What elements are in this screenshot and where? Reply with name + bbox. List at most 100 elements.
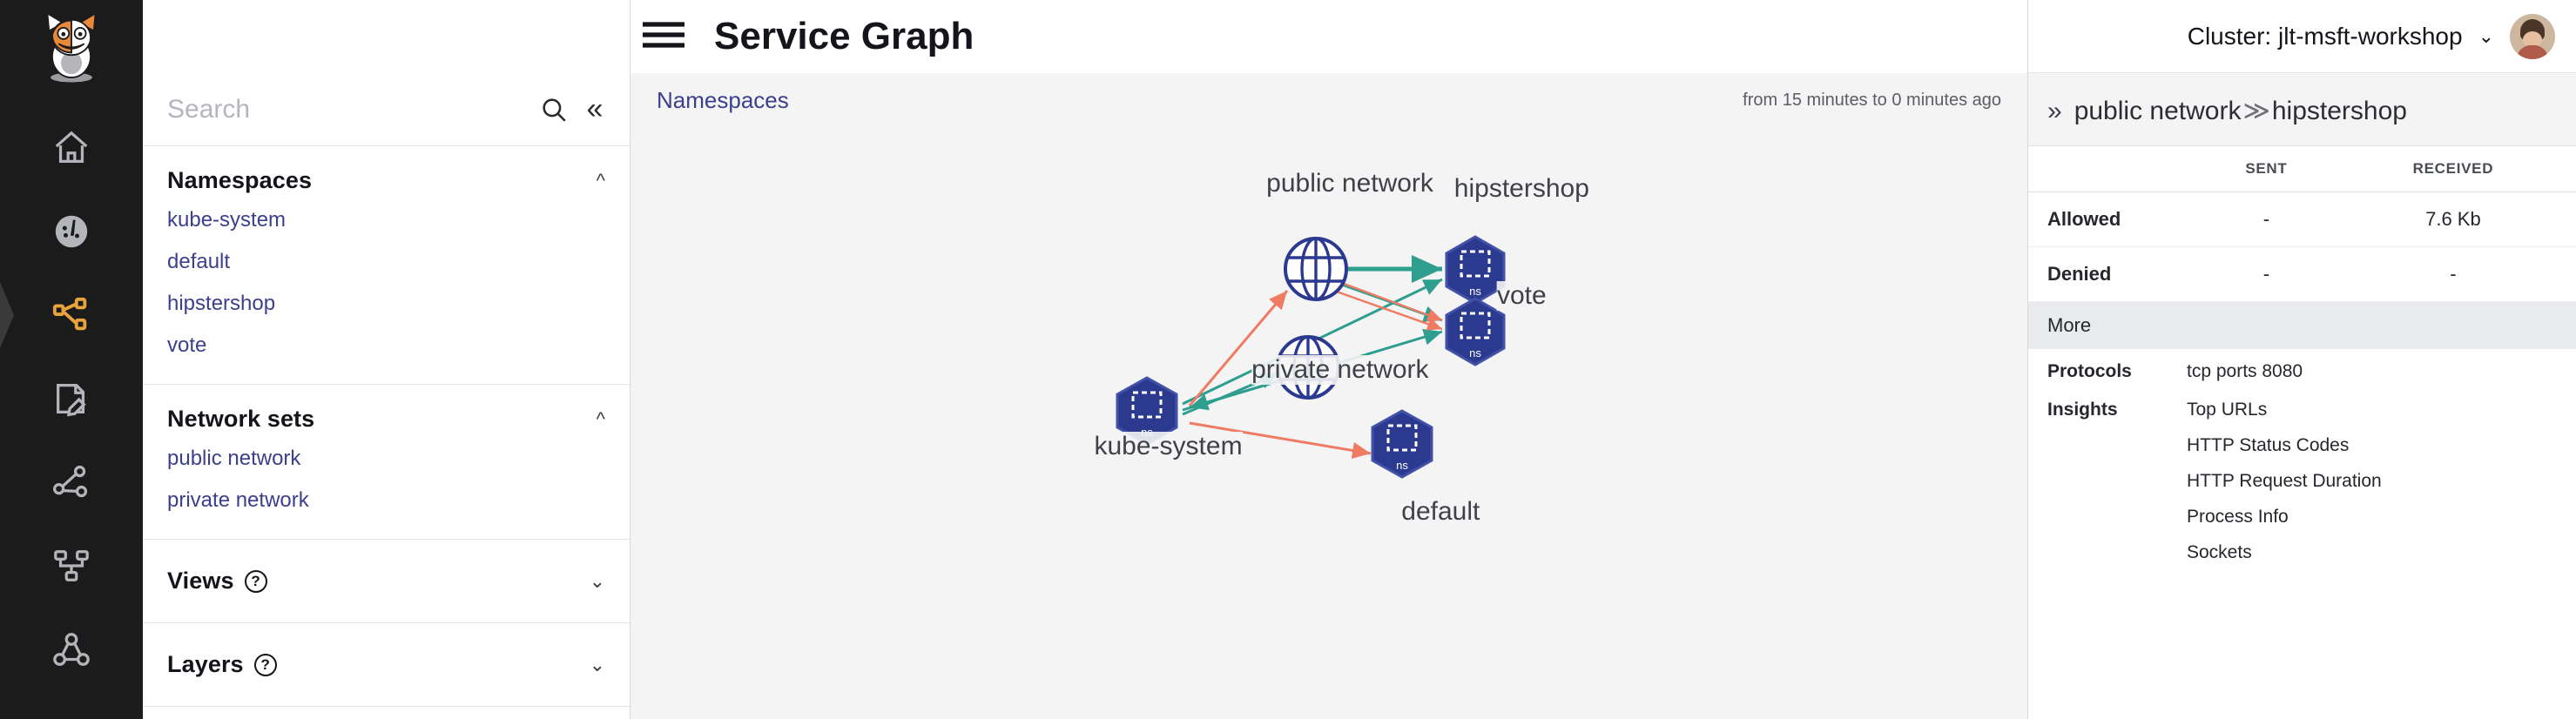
more-toggle[interactable]: More: [2028, 302, 2576, 349]
detail-flow-title: public network≫hipstershop: [2074, 96, 2407, 126]
sidebar-item-private-network[interactable]: private network: [167, 488, 309, 512]
insight-http-request-duration[interactable]: HTTP Request Duration: [2187, 471, 2382, 491]
graph-label-public-network[interactable]: public network: [1266, 168, 1433, 198]
chevron-down-icon[interactable]: ⌄: [2478, 24, 2494, 47]
sidebar-item-kube-system[interactable]: kube-system: [167, 208, 287, 232]
row-label-allowed: Allowed: [2028, 192, 2202, 247]
left-panel: « Namespaces ^ kube-system default hipst…: [143, 0, 631, 719]
rail-item-endpoints[interactable]: [0, 608, 143, 691]
breadcrumb[interactable]: Namespaces: [657, 86, 789, 113]
page-title: Service Graph: [714, 15, 974, 57]
graph-node-public-network[interactable]: [1284, 237, 1348, 301]
section-title: Namespaces: [167, 167, 313, 193]
search-field-wrap: [143, 94, 529, 124]
section-title: Views: [167, 568, 234, 594]
chevron-up-icon[interactable]: ^: [596, 169, 605, 192]
home-icon: [55, 131, 88, 163]
insights-row: Insights Top URLs HTTP Status Codes HTTP…: [2028, 387, 2576, 583]
allowed-sent-value: -: [2202, 192, 2330, 247]
search-icon[interactable]: [529, 95, 579, 124]
section-header-views[interactable]: Views ? ⌄: [143, 562, 630, 600]
cluster-hierarchy-icon: [54, 550, 89, 581]
help-icon[interactable]: ?: [253, 653, 277, 676]
svg-text:ns: ns: [1396, 459, 1408, 472]
search-input[interactable]: [167, 94, 529, 124]
detail-panel: Cluster: jlt-msft-workshop ⌄ » public ne…: [2027, 0, 2576, 719]
denied-sent-value: -: [2202, 246, 2330, 302]
insight-top-urls[interactable]: Top URLs: [2187, 400, 2268, 420]
chevron-down-icon[interactable]: ⌄: [589, 653, 605, 675]
protocols-label: Protocols: [2047, 361, 2132, 381]
sidebar-item-hipstershop[interactable]: hipstershop: [167, 292, 276, 315]
chevron-down-icon[interactable]: ⌄: [589, 569, 605, 592]
collapse-left-icon[interactable]: «: [586, 92, 604, 125]
rail-item-nodes[interactable]: [0, 440, 143, 524]
graph-toolbar: Namespaces from 15 minutes to 0 minutes …: [631, 73, 2027, 127]
panel-top-spacer: [143, 0, 630, 73]
table-row: Denied - -: [2028, 246, 2576, 302]
section-header-namespaces[interactable]: Namespaces ^: [143, 162, 630, 199]
graph-label-hipstershop[interactable]: hipstershop: [1453, 174, 1589, 205]
graph-label-vote[interactable]: vote: [1496, 280, 1547, 311]
stats-table: SENT RECEIVED Allowed - 7.6 Kb Denied - …: [2028, 145, 2576, 302]
graph-node-default[interactable]: ns: [1371, 409, 1433, 479]
nodes-network-icon: [53, 465, 88, 498]
graph-svg: ns ns ns ns: [1116, 235, 1506, 479]
graph-edges-denied: [1188, 280, 1443, 459]
section-views: Views ? ⌄: [143, 540, 630, 623]
chevron-up-icon[interactable]: ^: [596, 407, 605, 430]
endpoints-icon: [53, 633, 90, 666]
main-area: Service Graph Namespaces from 15 minutes…: [631, 0, 2027, 719]
detail-target[interactable]: hipstershop: [2271, 97, 2407, 125]
allowed-received-value: 7.6 Kb: [2330, 192, 2576, 247]
section-title: Network sets: [167, 406, 315, 432]
cluster-label[interactable]: Cluster: jlt-msft-workshop: [2187, 22, 2463, 50]
rail-item-service-graph[interactable]: [0, 273, 143, 357]
help-icon[interactable]: ?: [244, 569, 267, 593]
expand-right-icon[interactable]: »: [2047, 96, 2062, 125]
rail-item-cluster[interactable]: [0, 524, 143, 608]
denied-received-value: -: [2330, 246, 2576, 302]
svg-text:ns: ns: [1469, 346, 1481, 360]
graph-node-hipstershop[interactable]: ns: [1445, 235, 1506, 305]
section-network-sets: Network sets ^ public network private ne…: [143, 385, 630, 540]
insight-http-status-codes[interactable]: HTTP Status Codes: [2187, 435, 2350, 455]
insight-sockets[interactable]: Sockets: [2187, 542, 2252, 562]
graph-label-default[interactable]: default: [1401, 497, 1480, 527]
service-graph-canvas[interactable]: ns ns ns ns public network: [631, 127, 2027, 719]
svg-text:ns: ns: [1469, 285, 1481, 298]
time-range-label[interactable]: from 15 minutes to 0 minutes ago: [1743, 90, 2001, 110]
rail-item-policies[interactable]: [0, 357, 143, 440]
detail-source[interactable]: public network: [2074, 97, 2242, 125]
avatar[interactable]: [2510, 13, 2555, 59]
table-header-row: SENT RECEIVED: [2028, 145, 2576, 192]
section-header-layers[interactable]: Layers ? ⌄: [143, 646, 630, 683]
section-namespaces: Namespaces ^ kube-system default hipster…: [143, 146, 630, 385]
hamburger-menu-icon[interactable]: [639, 17, 688, 57]
section-title: Layers: [167, 651, 244, 677]
row-label-denied: Denied: [2028, 246, 2202, 302]
rail-item-dashboard[interactable]: [0, 190, 143, 273]
detail-header: » public network≫hipstershop: [2028, 73, 2576, 145]
protocols-row: Protocols tcp ports 8080: [2028, 349, 2576, 387]
detail-separator: ≫: [2242, 97, 2270, 125]
sidebar-item-vote[interactable]: vote: [167, 333, 207, 357]
rail-item-home[interactable]: [0, 106, 143, 190]
graph-label-kube-system[interactable]: kube-system: [1094, 432, 1243, 462]
dashboard-gauge-icon: [55, 215, 88, 248]
insight-process-info[interactable]: Process Info: [2187, 507, 2289, 527]
detail-body: SENT RECEIVED Allowed - 7.6 Kb Denied - …: [2028, 145, 2576, 719]
service-graph-icon: [52, 297, 87, 331]
section-header-network-sets[interactable]: Network sets ^: [143, 400, 630, 438]
insights-label: Insights: [2047, 400, 2118, 420]
sidebar-item-default[interactable]: default: [167, 250, 231, 273]
policies-edit-icon: [57, 384, 86, 417]
main-top-header: Service Graph: [631, 0, 2027, 73]
sidebar-item-public-network[interactable]: public network: [167, 447, 301, 470]
calico-cat-logo: [46, 11, 103, 83]
graph-label-private-network[interactable]: private network: [1251, 354, 1429, 385]
table-row: Allowed - 7.6 Kb: [2028, 192, 2576, 247]
graph-node-vote[interactable]: ns: [1445, 297, 1506, 366]
detail-top-header: Cluster: jlt-msft-workshop ⌄: [2028, 0, 2576, 73]
